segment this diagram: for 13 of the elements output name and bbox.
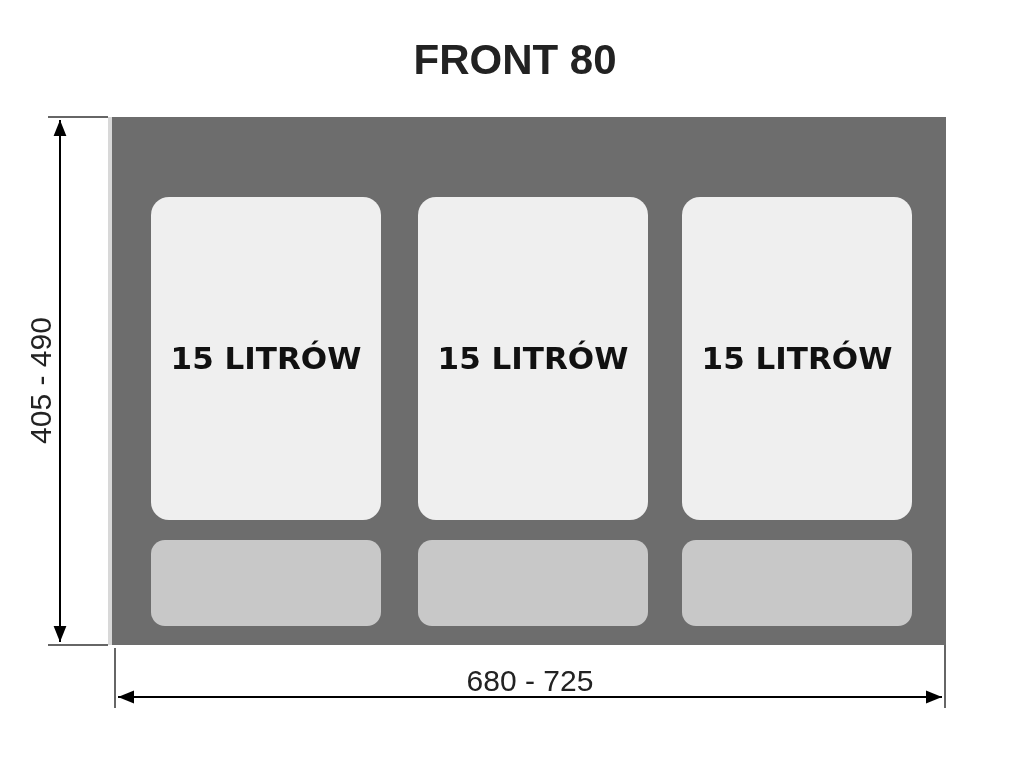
frame-panel: [108, 117, 946, 645]
bin-container: [418, 197, 648, 520]
small-tray: [682, 540, 912, 626]
small-tray: [151, 540, 381, 626]
capacity-label: 15 LITRÓW: [701, 339, 893, 379]
title: FRONT 80: [412, 35, 618, 85]
dimension-label: 680 - 725: [465, 663, 595, 699]
bin-container: [682, 197, 912, 520]
capacity-label: 15 LITRÓW: [170, 339, 362, 379]
small-tray: [418, 540, 648, 626]
capacity-label: 15 LITRÓW: [437, 339, 629, 379]
dimension-label: 405 - 490: [22, 316, 58, 444]
bin-container: [151, 197, 381, 520]
